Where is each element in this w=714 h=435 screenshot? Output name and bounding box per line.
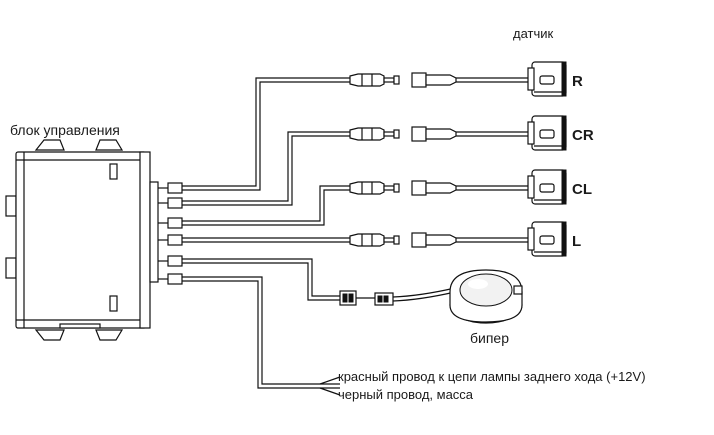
sensor-cl: CL bbox=[527, 169, 592, 205]
sensor-label-r: R bbox=[572, 73, 583, 90]
connector-block bbox=[149, 181, 183, 285]
control-unit-label: блок управления bbox=[10, 122, 120, 138]
sensor-line-cl bbox=[349, 180, 530, 196]
sensor-label-cr: CR bbox=[572, 127, 594, 144]
sensor-line-r bbox=[349, 72, 530, 88]
sensor-label-l: L bbox=[572, 233, 581, 250]
beeper bbox=[449, 269, 523, 324]
black-wire-label: черный провод, масса bbox=[338, 387, 474, 402]
sensor-line-l bbox=[349, 232, 530, 248]
beeper-label: бипер bbox=[470, 330, 509, 346]
sensor-header-label: датчик bbox=[513, 26, 554, 41]
sensor-cr: CR bbox=[527, 115, 594, 151]
control-unit bbox=[5, 139, 151, 341]
sensor-r: R bbox=[527, 61, 583, 97]
red-wire-label: красный провод к цепи лампы заднего хода… bbox=[338, 369, 646, 384]
sensors: R CR CL L bbox=[527, 61, 594, 257]
sensor-wires bbox=[182, 77, 350, 243]
sensor-line-cr bbox=[349, 126, 530, 142]
power-wires bbox=[182, 276, 341, 396]
sensor-l: L bbox=[527, 221, 581, 257]
beeper-wire bbox=[182, 258, 456, 306]
sensor-label-cl: CL bbox=[572, 181, 592, 198]
plug-chains bbox=[349, 72, 530, 248]
